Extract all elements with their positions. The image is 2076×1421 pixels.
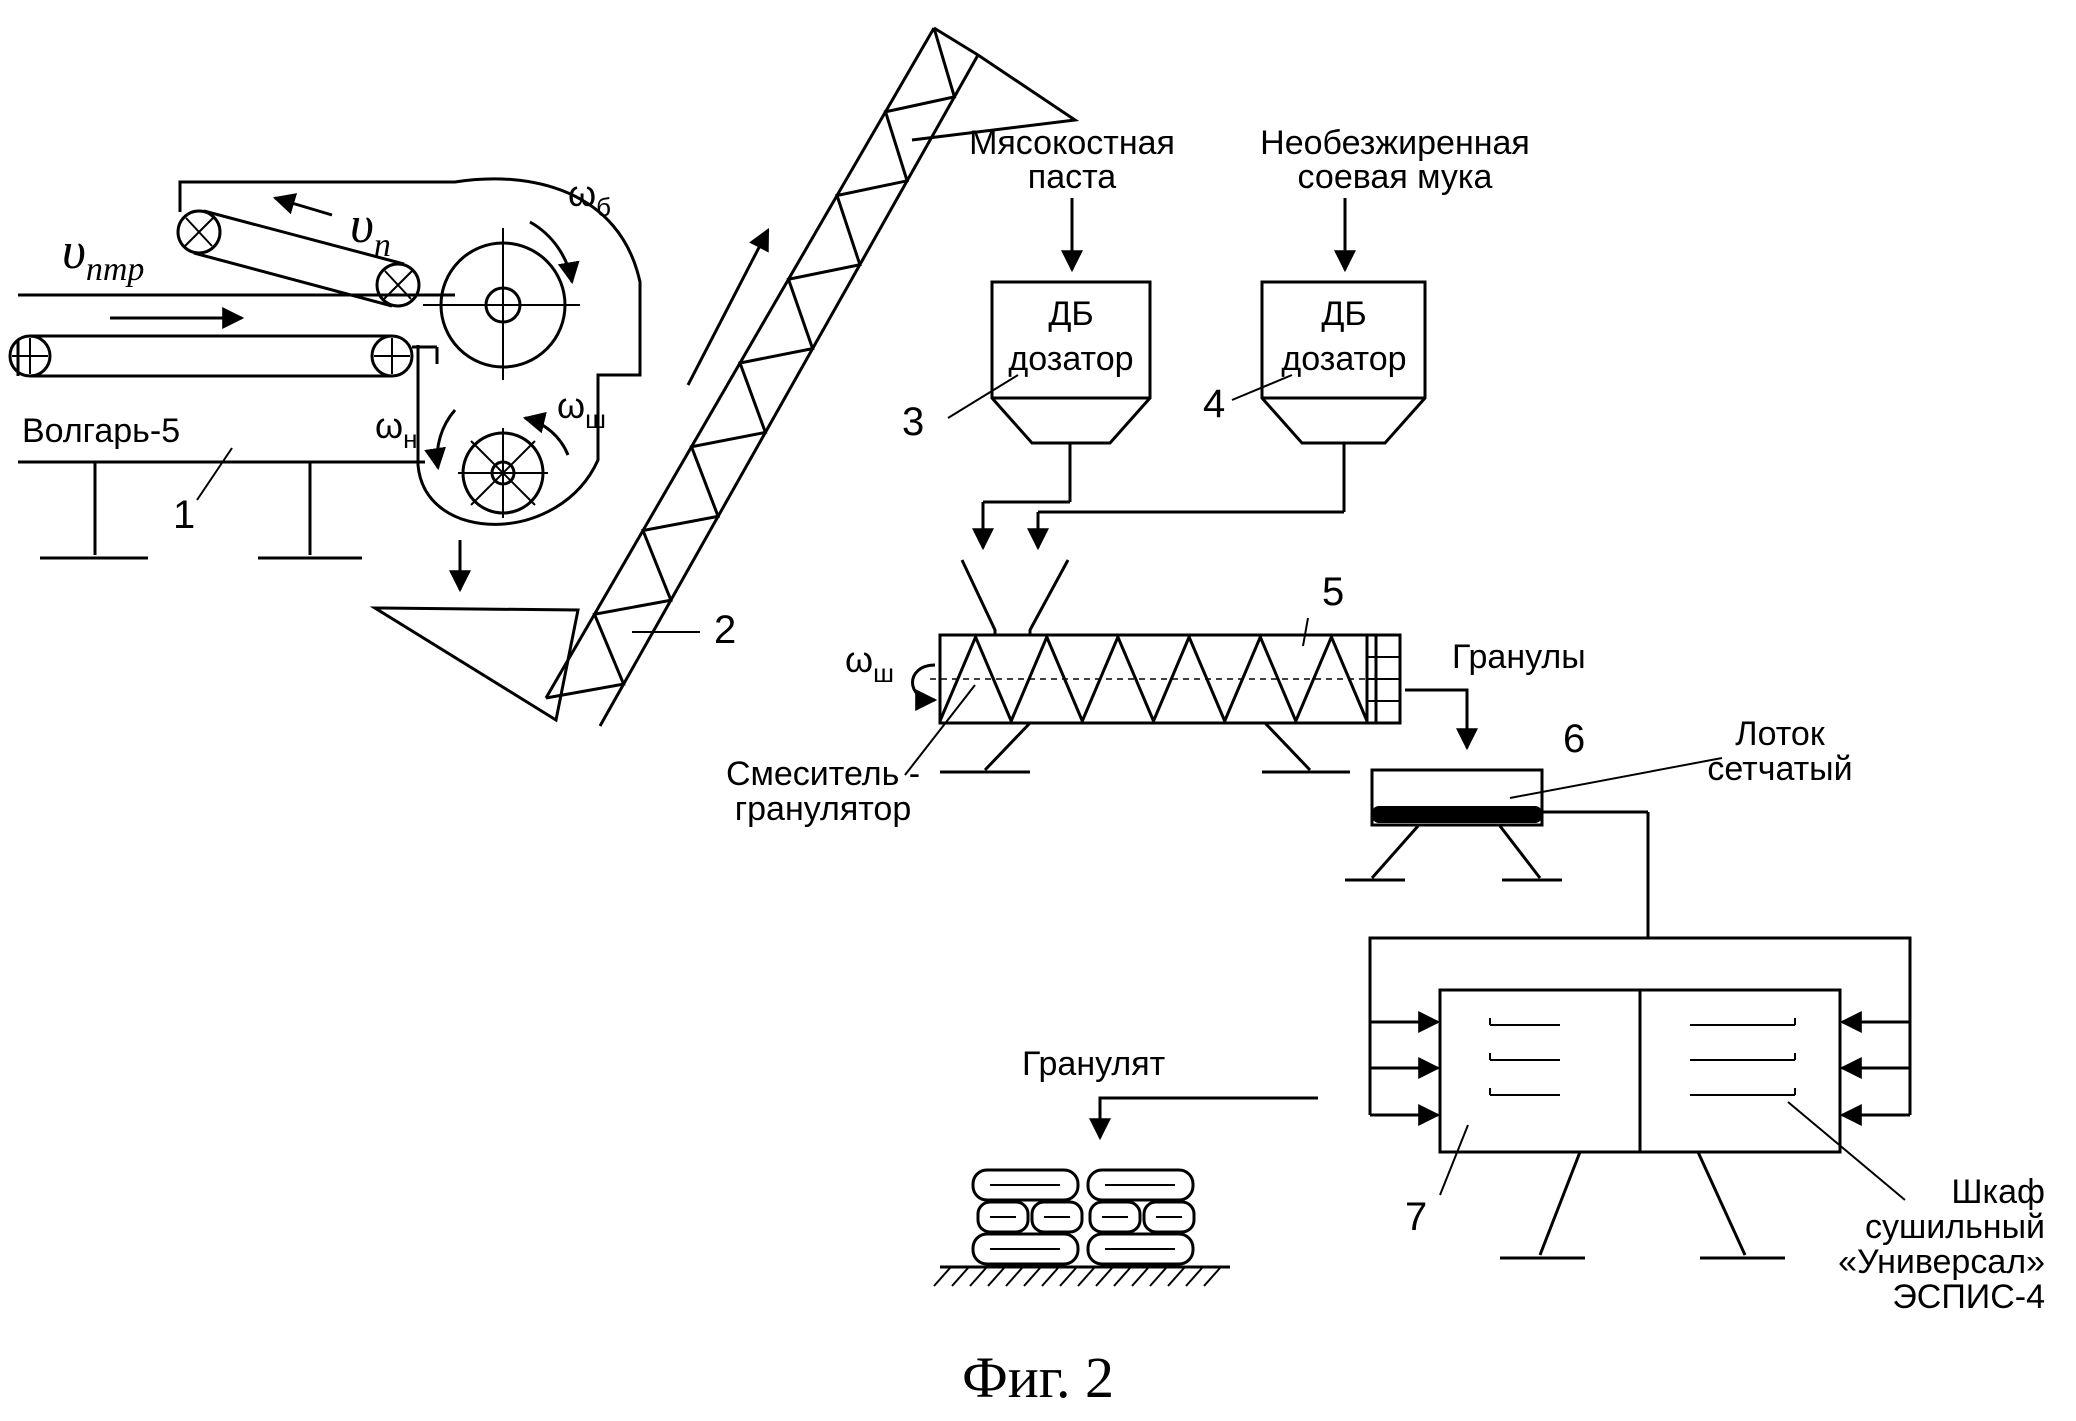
cabinet-label-2: сушильный <box>1865 1208 2045 1246</box>
doser-4-line2: дозатор <box>1281 340 1406 378</box>
v-n-symbol: υп <box>350 197 391 264</box>
number-6: 6 <box>1563 717 1585 761</box>
tray-label-2: сетчатый <box>1707 750 1852 788</box>
meat-bone-paste-label-1: Мясокостная <box>969 124 1175 162</box>
volgar-label: Волгарь-5 <box>22 412 180 450</box>
granules-label: Гранулы <box>1452 638 1586 676</box>
cabinet-label-1: Шкаф <box>1951 1173 2045 1211</box>
number-7: 7 <box>1405 1195 1427 1239</box>
number-1: 1 <box>173 493 195 537</box>
mesh-tray <box>1345 768 1650 938</box>
figure-caption: Фиг. 2 <box>962 1345 1114 1410</box>
mixer-label-2: гранулятор <box>735 790 912 828</box>
doser-4-line1: ДБ <box>1321 295 1366 333</box>
doser-3 <box>972 280 1152 551</box>
mixer-granulator <box>911 559 1402 774</box>
tray-label-1: Лоток <box>1735 715 1826 753</box>
doser-4 <box>1027 280 1427 551</box>
omega-sh-symbol: ωш <box>557 385 606 434</box>
number-5: 5 <box>1322 570 1344 614</box>
drying-cabinet <box>1368 936 1912 1260</box>
mixer-label-1: Смеситель - <box>726 755 920 793</box>
meat-bone-paste-label-2: паста <box>1028 158 1117 196</box>
soy-flour-label-1: Необезжиренная <box>1260 124 1530 162</box>
omega-sh-mixer: ωш <box>845 639 894 688</box>
v-ntr-symbol: υптр <box>62 223 144 288</box>
cabinet-label-4: ЭСПИС-4 <box>1892 1278 2045 1316</box>
soy-flour-label-2: соевая мука <box>1298 158 1493 196</box>
granulate-label: Гранулят <box>1022 1045 1165 1083</box>
granulate-pile <box>933 1168 1230 1287</box>
doser-3-line1: ДБ <box>1048 295 1093 333</box>
cabinet-label-3: «Универсал» <box>1838 1243 2045 1281</box>
number-2: 2 <box>714 608 736 652</box>
doser-3-line2: дозатор <box>1008 340 1133 378</box>
inclined-conveyor <box>369 26 1080 727</box>
volgar-machine <box>8 177 642 593</box>
omega-n-symbol: ωн <box>375 405 417 454</box>
omega-b-symbol: ωб <box>568 173 611 222</box>
number-3: 3 <box>902 400 924 444</box>
number-4: 4 <box>1203 382 1225 426</box>
